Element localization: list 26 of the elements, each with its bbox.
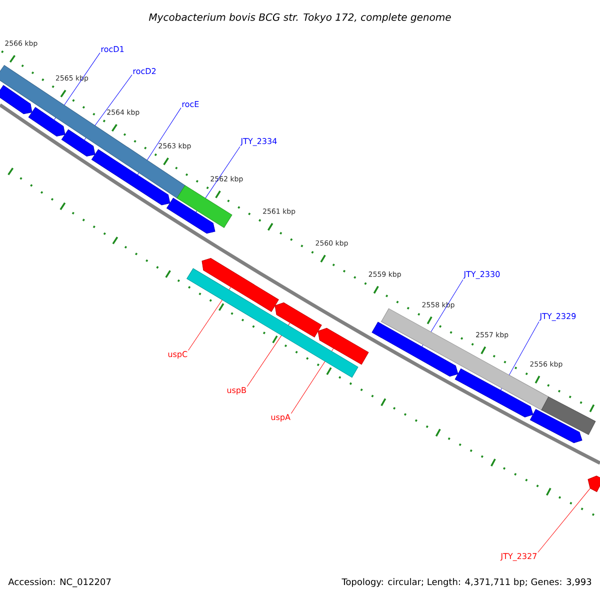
gene-segment bbox=[61, 129, 96, 156]
gene-segment bbox=[274, 302, 322, 338]
gene-label: uspA bbox=[271, 414, 290, 422]
gene-label: rocD1 bbox=[101, 46, 124, 52]
gene-segment bbox=[202, 258, 279, 312]
footer-text: Topology: circular; Length: 4,371,711 bp; Genes: 3,993 bbox=[342, 578, 592, 587]
gene-segment bbox=[91, 149, 170, 206]
leader-line bbox=[538, 488, 590, 553]
gene-label: JTY_2330 bbox=[463, 271, 500, 279]
gene-label: JTY_2327 bbox=[500, 553, 536, 561]
gene-segment bbox=[28, 107, 66, 136]
gene-segment bbox=[318, 328, 369, 365]
gene-label: uspC bbox=[168, 351, 188, 359]
gene-label: JTY_2334 bbox=[240, 138, 277, 146]
gene-segment bbox=[0, 85, 32, 114]
footer-text: Accession: NC_012207 bbox=[8, 578, 111, 588]
gene-segment bbox=[166, 198, 216, 234]
gene-segment bbox=[530, 409, 582, 444]
gene-segment bbox=[454, 368, 534, 418]
gene-label: rocD2 bbox=[133, 68, 156, 74]
gene-label: JTY_2329 bbox=[539, 313, 576, 321]
gene-segment bbox=[588, 476, 600, 492]
title: Mycobacterium bovis BCG str. Tokyo 172, complete genome bbox=[148, 13, 451, 23]
gene-label: rocE bbox=[182, 101, 199, 108]
gene-label: uspB bbox=[227, 387, 246, 395]
gene-segment bbox=[372, 322, 458, 377]
